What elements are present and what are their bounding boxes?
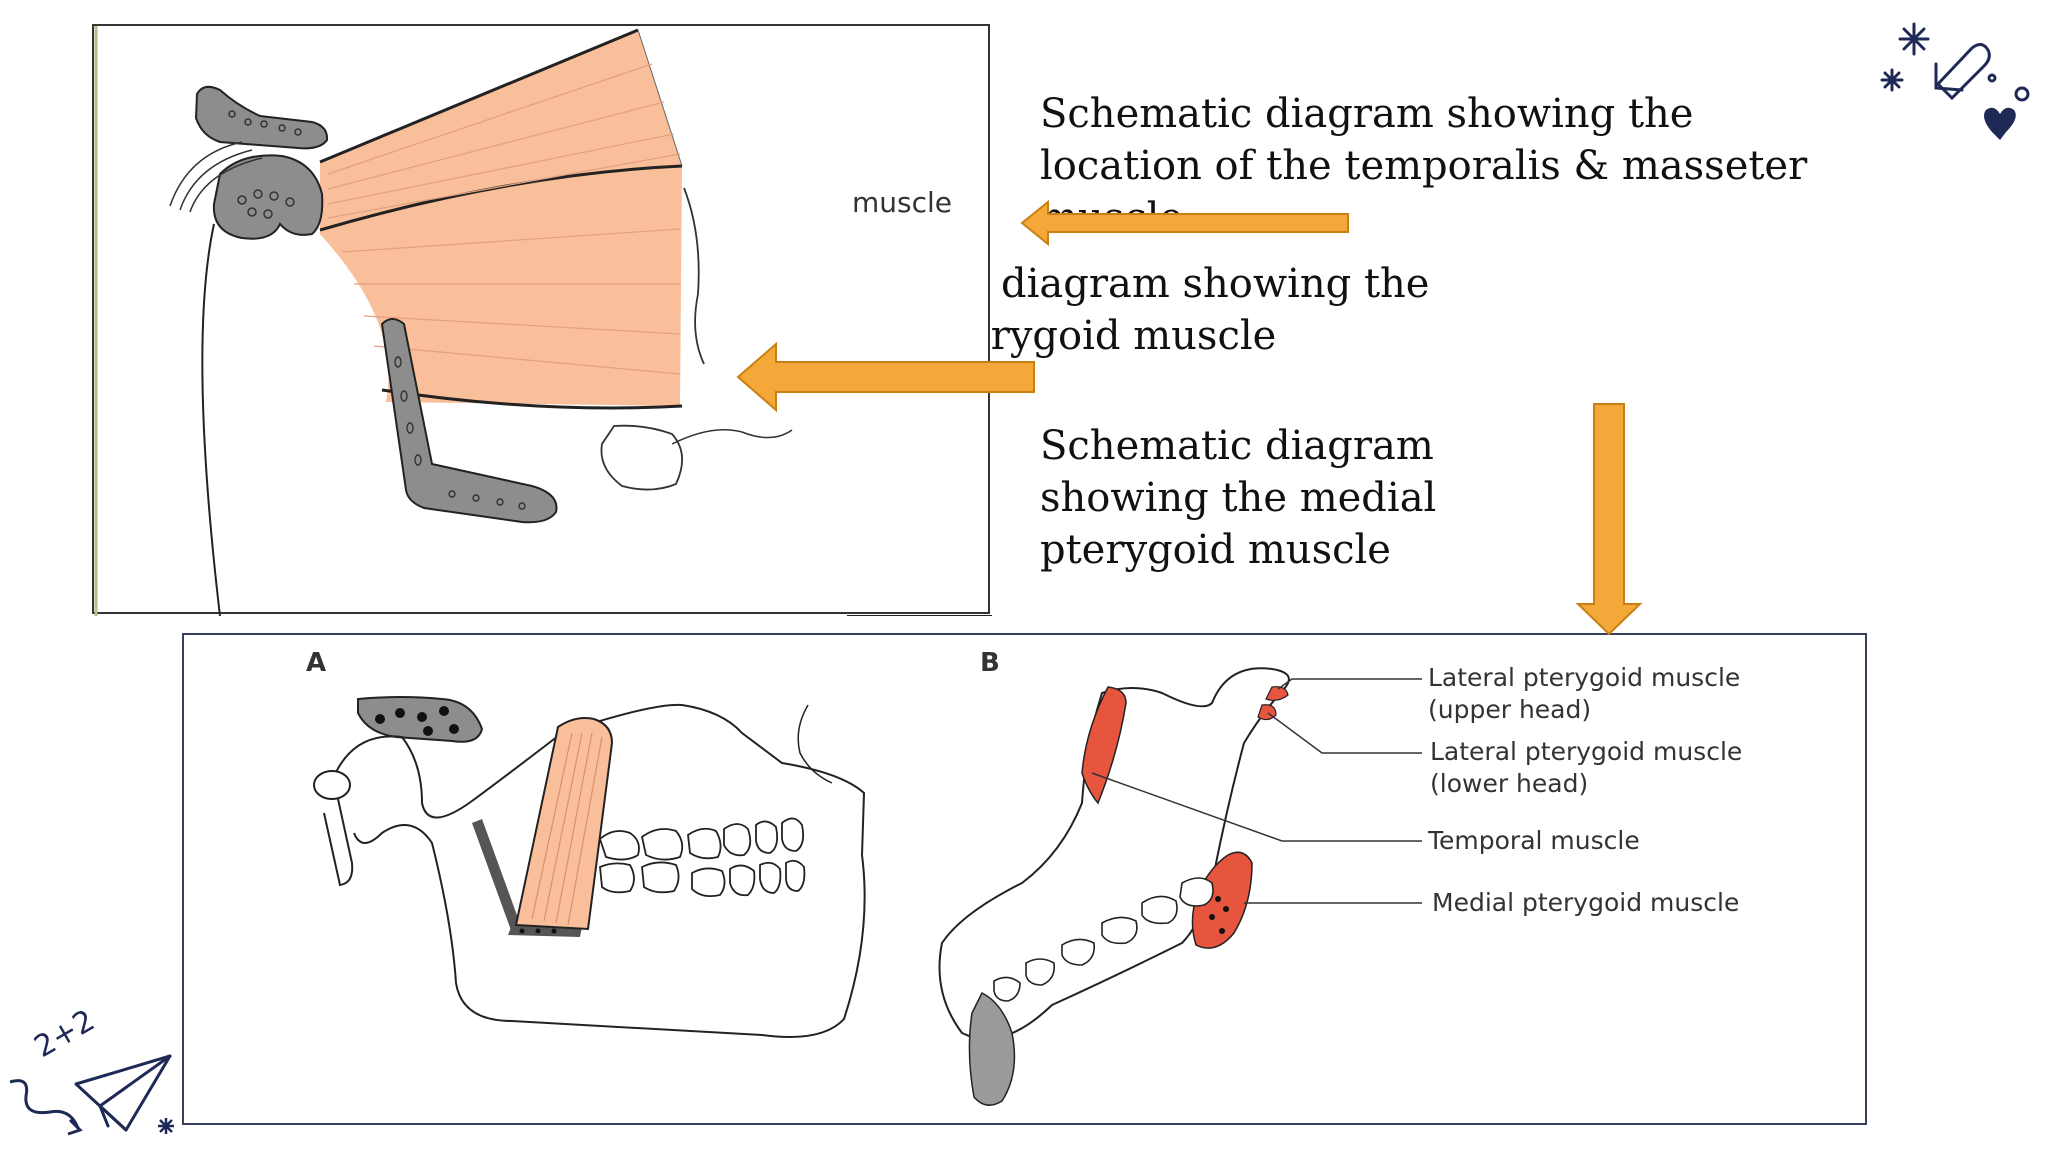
label-lateral-lower: Lateral pterygoid muscle <box>1430 737 1742 766</box>
doodle-arrow-heart <box>1880 22 2030 140</box>
fan-muscle <box>319 28 683 410</box>
doodle-paper-plane: 2+2 <box>9 1003 174 1136</box>
caption-medial-pterygoid-lower: Schematic diagram showing the medial pte… <box>1040 423 1437 573</box>
condyle-bone <box>212 154 324 240</box>
paper-plane-icon <box>74 1054 172 1132</box>
teeth-a <box>598 817 806 898</box>
math-doodle: 2+2 <box>29 1003 101 1065</box>
sparkle-small-icon <box>1880 68 1904 92</box>
arrow-down <box>1575 403 1643 636</box>
panel-a-label: A <box>306 648 326 678</box>
figure-jaw-muscles: A <box>182 633 1867 1125</box>
sparkle-icon <box>1898 22 1930 56</box>
star-icon <box>158 1118 174 1134</box>
heart-icon <box>1984 107 2016 140</box>
pterygoid-bone <box>380 318 558 524</box>
figure-temporalis-masseter: muscle <box>92 24 992 616</box>
teeth-b <box>993 877 1214 1002</box>
muscle-label: muscle <box>852 186 952 219</box>
label-medial-pterygoid: Medial pterygoid muscle <box>1432 888 1739 917</box>
squiggle-icon <box>9 1079 80 1129</box>
label-temporal: Temporal muscle <box>1427 826 1640 855</box>
panel-a: A <box>306 648 866 1038</box>
label-lateral-upper-head: (upper head) <box>1428 695 1591 724</box>
label-lateral-upper: Lateral pterygoid muscle <box>1428 663 1740 692</box>
caption-temporalis-masseter: Schematic diagram showing the location o… <box>1040 91 1808 216</box>
arrow-doodle-icon <box>1935 43 1991 101</box>
label-lateral-lower-head: (lower head) <box>1430 769 1588 798</box>
lateral-pterygoid-upper <box>1265 686 1289 701</box>
articular-bone <box>194 85 329 150</box>
panel-b-label: B <box>980 648 1000 678</box>
panel-b: B Lateral pterygoid muscle <box>938 648 1742 1106</box>
